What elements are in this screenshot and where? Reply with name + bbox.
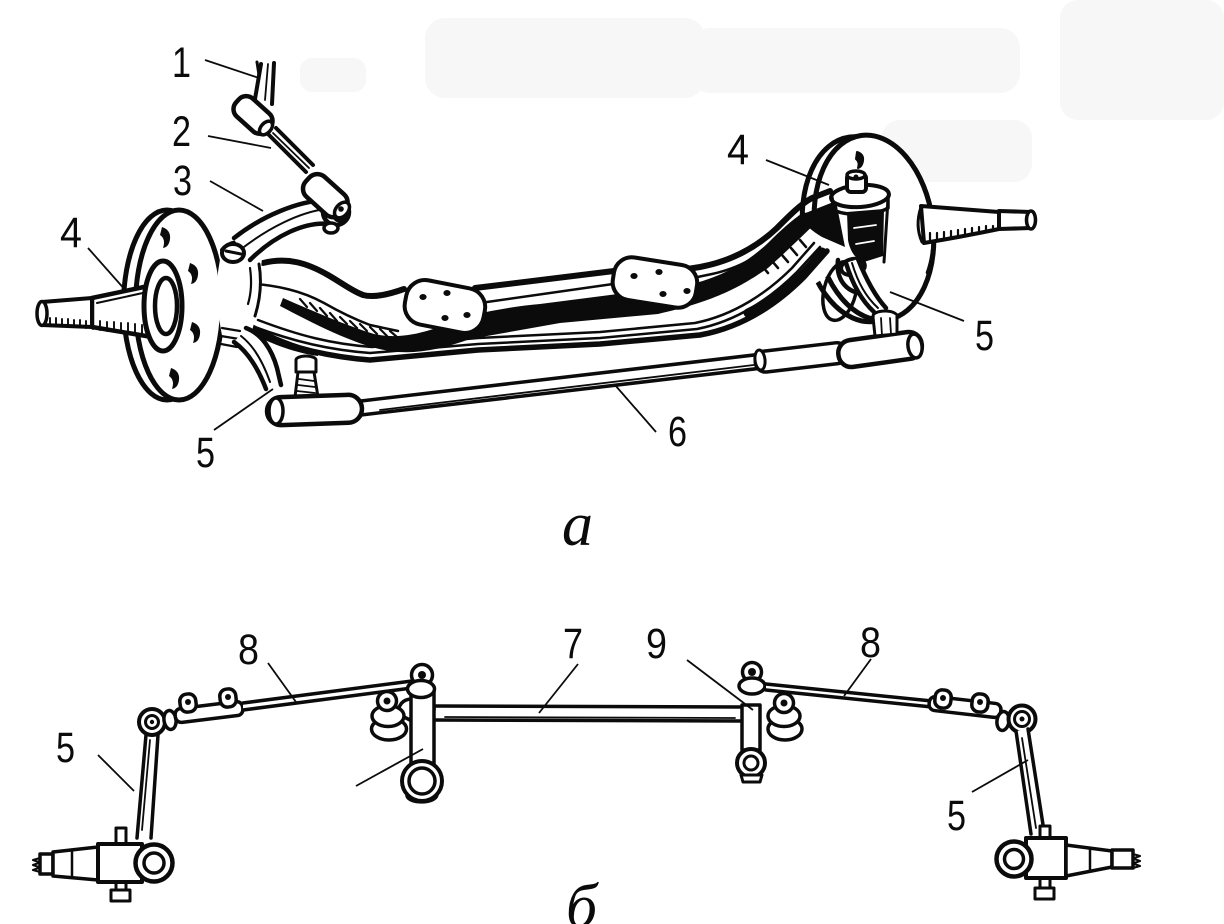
- svg-text:4: 4: [727, 126, 749, 174]
- svg-text:а: а: [562, 491, 593, 559]
- svg-text:6: 6: [668, 408, 687, 456]
- svg-text:5: 5: [975, 312, 994, 360]
- svg-text:8: 8: [238, 626, 259, 674]
- svg-text:3: 3: [173, 157, 192, 205]
- svg-text:2: 2: [172, 108, 191, 156]
- svg-text:4: 4: [60, 209, 82, 257]
- svg-text:7: 7: [563, 620, 583, 668]
- svg-text:б: б: [566, 873, 599, 924]
- svg-text:5: 5: [56, 724, 75, 772]
- svg-text:5: 5: [196, 429, 215, 477]
- svg-text:8: 8: [860, 619, 881, 667]
- svg-text:1: 1: [172, 39, 191, 87]
- svg-text:5: 5: [947, 792, 966, 840]
- svg-text:9: 9: [646, 620, 667, 668]
